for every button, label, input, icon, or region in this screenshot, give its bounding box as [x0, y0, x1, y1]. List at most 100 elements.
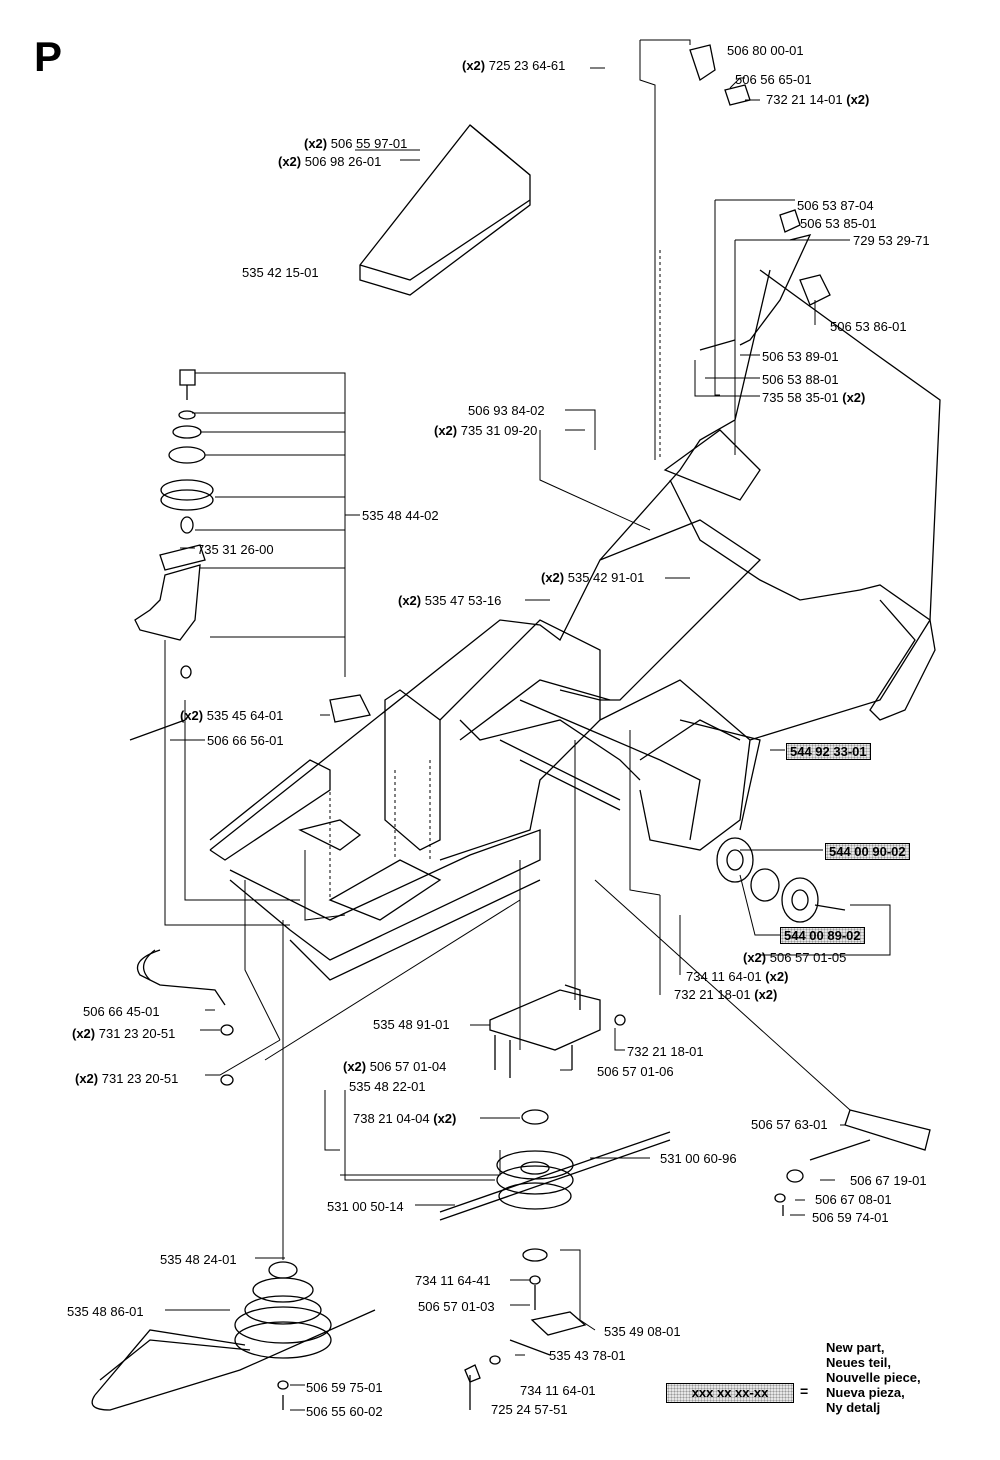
- part-label: 506 66 56-01: [207, 733, 284, 748]
- part-label: 725 24 57-51: [491, 1402, 568, 1417]
- part-number: 506 59 74-01: [812, 1210, 889, 1225]
- part-number: 506 57 63-01: [751, 1117, 828, 1132]
- part-label: 535 48 86-01: [67, 1304, 144, 1319]
- part-number: 506 55 97-01: [330, 136, 408, 151]
- part-label: (x2) 735 31 09-20: [434, 423, 537, 438]
- part-label: 732 21 14-01 (x2): [766, 92, 869, 107]
- part-label: 734 11 64-01 (x2): [686, 969, 788, 984]
- part-number: 506 53 85-01: [800, 216, 877, 231]
- part-label: 535 48 44-02: [362, 508, 439, 523]
- part-label: 506 59 74-01: [812, 1210, 889, 1225]
- new-part-number: 544 92 33-01: [786, 743, 871, 760]
- part-label: 506 53 88-01: [762, 372, 839, 387]
- legend-line: Ny detalj: [826, 1400, 881, 1415]
- part-label: (x2) 535 47 53-16: [398, 593, 501, 608]
- part-label: 729 53 29-71: [853, 233, 930, 248]
- part-label: 506 67 19-01: [850, 1173, 927, 1188]
- part-label: 535 43 78-01: [549, 1348, 626, 1363]
- part-number: 506 53 87-04: [797, 198, 874, 213]
- part-number: 506 59 75-01: [306, 1380, 383, 1395]
- quantity: (x2): [842, 390, 866, 405]
- part-label: 506 67 08-01: [815, 1192, 892, 1207]
- part-number: 506 93 84-02: [468, 403, 545, 418]
- part-label: (x2) 506 55 97-01: [304, 136, 407, 151]
- part-label: 506 53 85-01: [800, 216, 877, 231]
- part-number: 734 11 64-41: [415, 1273, 491, 1288]
- part-label: (x2) 506 57 01-04: [343, 1059, 446, 1074]
- part-label: 506 56 65-01: [735, 72, 812, 87]
- part-label: 544 00 90-02: [825, 843, 910, 860]
- part-number: 535 48 91-01: [373, 1017, 450, 1032]
- part-number: 732 21 18-01: [627, 1044, 704, 1059]
- part-number: 535 48 24-01: [160, 1252, 237, 1267]
- part-number: 506 66 45-01: [83, 1004, 160, 1019]
- part-number: 535 48 44-02: [362, 508, 439, 523]
- part-number: 732 21 18-01: [674, 987, 751, 1002]
- part-number: 535 45 64-01: [206, 708, 284, 723]
- part-number: 725 23 64-61: [488, 58, 566, 73]
- legend-line: Neues teil,: [826, 1355, 892, 1370]
- part-number: 506 66 56-01: [207, 733, 284, 748]
- part-label: 535 48 24-01: [160, 1252, 237, 1267]
- legend-line: New part,: [826, 1340, 885, 1355]
- part-number: 506 53 89-01: [762, 349, 839, 364]
- quantity: (x2): [846, 92, 870, 107]
- part-number: 531 00 50-14: [327, 1199, 404, 1214]
- quantity: (x2): [180, 708, 204, 723]
- part-label: 544 00 89-02: [780, 927, 865, 944]
- part-label: 732 21 18-01 (x2): [674, 987, 777, 1002]
- legend-line: Nueva pieza,: [826, 1385, 905, 1400]
- part-label: (x2) 506 57 01-05: [743, 950, 846, 965]
- part-number: 735 31 09-20: [460, 423, 538, 438]
- part-label: 735 58 35-01 (x2): [762, 390, 865, 405]
- part-number: 734 11 64-01: [520, 1383, 596, 1398]
- part-number: 729 53 29-71: [853, 233, 930, 248]
- part-label: 735 31 26-00: [197, 542, 274, 557]
- part-number: 506 53 86-01: [830, 319, 907, 334]
- part-label: 531 00 50-14: [327, 1199, 404, 1214]
- part-label: 734 11 64-01: [520, 1383, 596, 1398]
- part-label: (x2) 535 45 64-01: [180, 708, 283, 723]
- part-number: 506 55 60-02: [306, 1404, 383, 1419]
- part-number: 506 53 88-01: [762, 372, 839, 387]
- new-part-number: 544 00 90-02: [825, 843, 910, 860]
- part-label: 506 55 60-02: [306, 1404, 383, 1419]
- part-number: 535 42 15-01: [242, 265, 319, 280]
- part-number: 535 48 22-01: [349, 1079, 426, 1094]
- part-label: 506 80 00-01: [727, 43, 804, 58]
- part-number: 506 57 01-04: [369, 1059, 447, 1074]
- new-part-legend-symbol: xxx xx xx-xx: [666, 1383, 794, 1403]
- quantity: (x2): [343, 1059, 367, 1074]
- part-number: 506 80 00-01: [727, 43, 804, 58]
- quantity: (x2): [72, 1026, 96, 1041]
- part-label: 535 48 22-01: [349, 1079, 426, 1094]
- quantity: (x2): [743, 950, 767, 965]
- part-label: 738 21 04-04 (x2): [353, 1111, 456, 1126]
- part-label: 506 57 63-01: [751, 1117, 828, 1132]
- part-label: 506 57 01-06: [597, 1064, 674, 1079]
- part-number: 535 43 78-01: [549, 1348, 626, 1363]
- legend-line: Nouvelle piece,: [826, 1370, 921, 1385]
- quantity: (x2): [398, 593, 422, 608]
- part-label: (x2) 731 23 20-51: [72, 1026, 175, 1041]
- part-number: 535 48 86-01: [67, 1304, 144, 1319]
- part-number: 531 00 60-96: [660, 1151, 737, 1166]
- page-letter: P: [34, 33, 63, 80]
- part-label: 734 11 64-41: [415, 1273, 491, 1288]
- part-number: 506 57 01-06: [597, 1064, 674, 1079]
- part-label: 506 59 75-01: [306, 1380, 383, 1395]
- quantity: (x2): [304, 136, 328, 151]
- part-number: 734 11 64-01: [686, 969, 762, 984]
- quantity: (x2): [765, 969, 789, 984]
- part-number: 735 58 35-01: [762, 390, 839, 405]
- part-label: 531 00 60-96: [660, 1151, 737, 1166]
- part-label: (x2) 506 98 26-01: [278, 154, 381, 169]
- part-number: 535 49 08-01: [604, 1324, 681, 1339]
- part-label: 535 49 08-01: [604, 1324, 681, 1339]
- part-number: 535 47 53-16: [424, 593, 502, 608]
- legend-equals: =: [800, 1383, 809, 1399]
- quantity: (x2): [433, 1111, 457, 1126]
- part-number: 506 67 08-01: [815, 1192, 892, 1207]
- part-number: 535 42 91-01: [567, 570, 645, 585]
